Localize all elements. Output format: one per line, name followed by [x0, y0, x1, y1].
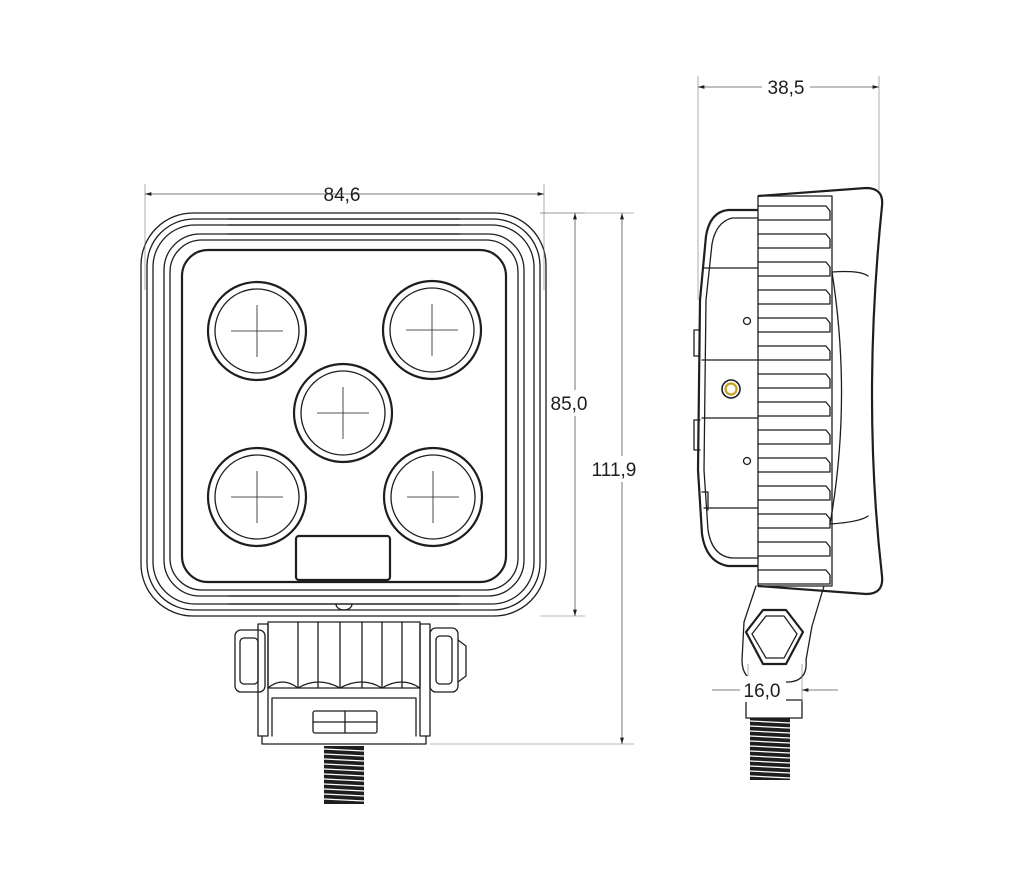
front-view	[140, 212, 547, 804]
led-bottom-left	[206, 446, 308, 548]
side-front-curve	[757, 186, 884, 596]
cooling-fins	[757, 205, 831, 585]
hex-nut	[744, 608, 805, 666]
housing-outer	[140, 212, 547, 617]
dim-label-depth: 38,5	[768, 78, 805, 99]
label-plate	[294, 534, 392, 582]
dimension-total-height: 111,9	[430, 212, 642, 745]
dim-label-total-height: 111,9	[592, 460, 637, 481]
side-view	[693, 186, 884, 780]
led-bottom-right	[382, 446, 484, 548]
led-center	[292, 362, 394, 464]
dimension-front-width: 84,6	[144, 184, 545, 290]
dim-label-bolt: 16,0	[744, 681, 781, 702]
threaded-bolt-side	[745, 699, 803, 780]
dimension-body-height: 85,0	[540, 212, 592, 617]
indicator-dot	[721, 379, 741, 399]
led-top-right	[381, 279, 483, 381]
dimension-bolt-width: 16,0	[712, 664, 838, 702]
dimension-side-depth: 38,5	[697, 74, 880, 300]
mounting-bracket	[234, 621, 467, 745]
side-back-housing	[696, 208, 758, 568]
lens-window	[180, 248, 508, 584]
led-top-left	[206, 280, 308, 382]
threaded-bolt-front	[323, 746, 365, 804]
dim-label-width: 84,6	[324, 185, 361, 206]
dim-label-height: 85,0	[551, 394, 588, 415]
